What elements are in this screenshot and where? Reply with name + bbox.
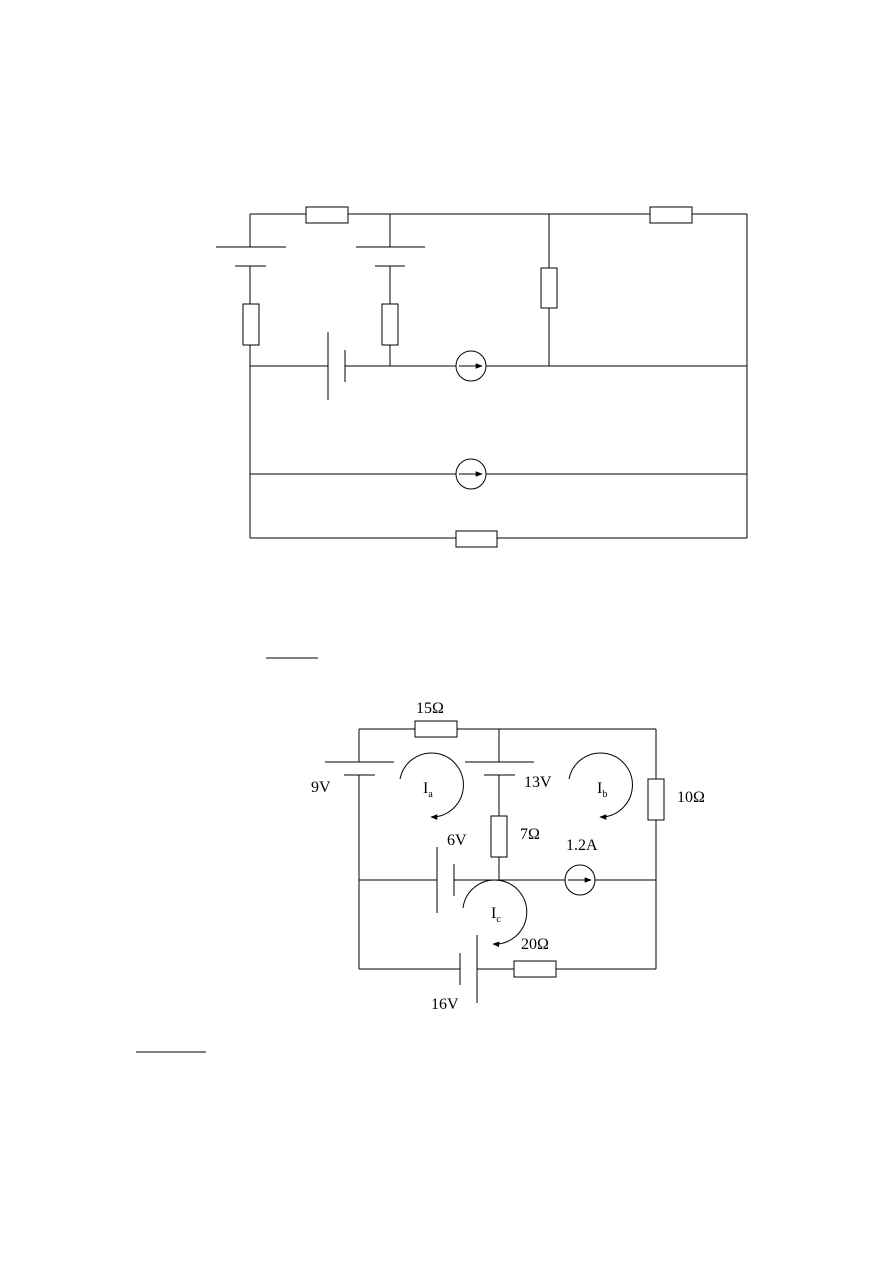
resistor-10-ohm [647, 778, 665, 821]
circuit1-resistor-middle [381, 303, 399, 346]
loop-arrow-ib [568, 752, 633, 820]
circuit1-battery-horizontal [327, 332, 346, 400]
label-13v: 13V [524, 774, 552, 791]
label-9v: 9V [311, 779, 331, 796]
battery-16v [459, 935, 478, 1003]
loop-arrow-ia [399, 752, 464, 820]
battery-13v [465, 761, 534, 776]
label-1-2a: 1.2A [566, 837, 598, 854]
label-7-ohm: 7Ω [520, 826, 540, 843]
loop-label-ib: Ib [597, 780, 607, 800]
circuit1-battery-left [216, 246, 286, 267]
circuit1-resistor-top-right [649, 206, 693, 224]
resistor-15-ohm [414, 720, 458, 738]
label-6v: 6V [447, 832, 467, 849]
circuit1-battery-middle [356, 246, 425, 267]
circuit1-current-source-lower [455, 458, 487, 490]
circuit1-resistor-bottom [455, 530, 498, 548]
resistor-20-ohm [513, 960, 557, 978]
battery-9v [325, 761, 394, 776]
resistor-7-ohm [490, 815, 508, 858]
circuit-diagram-1 [216, 206, 748, 548]
circuit1-wires [249, 213, 748, 539]
loop-arrow-ic [462, 879, 528, 948]
circuit1-current-source-upper [455, 350, 487, 382]
circuit2-wires [358, 728, 657, 970]
circuit1-resistor-right-middle [540, 267, 558, 309]
loop-label-ia: Ia [423, 780, 433, 800]
circuit1-resistor-left [242, 303, 260, 346]
circuit1-resistor-top-left [305, 206, 349, 224]
current-source-1-2a [564, 864, 596, 896]
label-16v: 16V [431, 996, 459, 1013]
label-20-ohm: 20Ω [521, 936, 549, 953]
battery-6v [436, 847, 455, 913]
label-10-ohm: 10Ω [677, 789, 705, 806]
loop-label-ic: Ic [491, 905, 501, 925]
circuit-diagram-2: 15Ω 9V 13V 10Ω 7Ω 6V 1.2A 20Ω 16V Ia Ib … [311, 700, 705, 1013]
label-15-ohm: 15Ω [416, 700, 444, 717]
